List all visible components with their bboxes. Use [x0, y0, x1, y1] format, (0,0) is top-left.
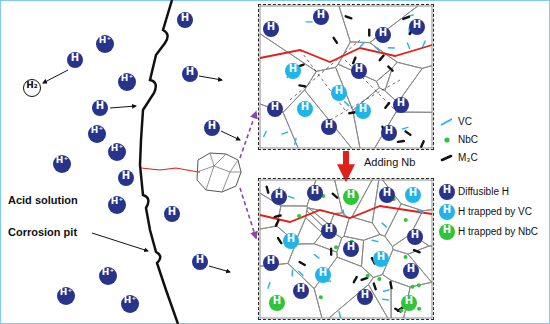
hydrogen-atom: H	[321, 119, 337, 135]
legend-text: M₃C	[458, 152, 478, 163]
hydrogen-atom: H	[343, 241, 359, 257]
grain-boundaries	[260, 180, 432, 318]
legend-text: H trapped by NbC	[458, 226, 538, 237]
hydrogen-atom: H	[204, 120, 220, 136]
legend-swatch	[438, 116, 456, 128]
zoom-arrow	[240, 112, 256, 158]
hydrogen-atom: H	[283, 233, 299, 249]
hydrogen-atom: H	[379, 187, 395, 203]
hydrogen-atom: H	[263, 255, 279, 271]
hydrogen-ion: H⁺	[108, 196, 126, 214]
hydrogen-atom: H	[67, 52, 83, 68]
hydrogen-atom: H	[293, 283, 309, 299]
arrow	[110, 106, 136, 108]
hydrogen-atom: H	[285, 63, 301, 79]
hydrogen-ion: H⁺	[118, 73, 136, 91]
hydrogen-atom: H	[343, 189, 359, 205]
legend-text: VC	[458, 116, 472, 127]
magnified-region: HHHHHHHHHHHHH	[258, 4, 434, 150]
carbides	[267, 187, 424, 318]
steel-surface	[140, 0, 178, 324]
hydrogen-molecule: H₂	[23, 79, 41, 97]
hydrogen-atom: H	[307, 185, 323, 201]
arrow	[209, 266, 230, 272]
hydrogen-atom: H	[269, 295, 285, 311]
carbides	[264, 15, 426, 147]
arrow	[199, 76, 222, 80]
hydrogen-atom: H	[297, 101, 313, 117]
hydrogen-atom: H	[381, 125, 397, 141]
hydrogen-atom: H	[351, 63, 367, 79]
hydrogen-atom: H	[357, 289, 373, 305]
arrow	[92, 233, 148, 251]
hydrogen-atom: H	[263, 21, 279, 37]
region-label: Acid solution	[8, 194, 78, 206]
legend-text: H trapped by VC	[458, 206, 532, 217]
hydrogen-atom: H	[407, 229, 423, 245]
hydrogen-atom: H	[403, 263, 419, 279]
hydrogen-ion: H⁺	[88, 125, 106, 143]
transition-arrow	[343, 151, 349, 175]
arrow	[221, 131, 240, 140]
hydrogen-atom: H	[164, 206, 180, 222]
hydrogen-atom: H	[439, 184, 455, 200]
hydrogen-atom: H	[405, 187, 421, 203]
crack	[260, 45, 432, 62]
hydrogen-atom: H	[355, 103, 371, 119]
crack	[141, 168, 198, 172]
hydrogen-ion: H⁺	[108, 143, 126, 161]
hydrogen-atom: H	[118, 170, 134, 186]
legend-swatch	[438, 152, 456, 164]
legend-swatch	[438, 134, 456, 146]
hydrogen-atom: H	[393, 97, 409, 113]
hydrogen-atom: H	[192, 254, 208, 270]
hydrogen-ion: H⁺	[57, 287, 75, 305]
hydrogen-atom: H	[331, 85, 347, 101]
hydrogen-atom: H	[315, 267, 331, 283]
hydrogen-ion: H⁺	[121, 295, 139, 313]
hydrogen-ion: H⁺	[53, 155, 71, 173]
hydrogen-atom: H	[401, 295, 417, 311]
hydrogen-ion: H⁺	[96, 35, 114, 53]
sub-boundary	[330, 80, 400, 120]
hydrogen-atom: H	[373, 251, 389, 267]
hydrogen-atom: H	[375, 27, 391, 43]
hydrogen-atom: H	[409, 19, 425, 35]
edge-label: Adding Nb	[362, 156, 417, 168]
grain-inset	[197, 153, 241, 192]
hydrogen-atom: H	[92, 100, 108, 116]
sub-boundary	[345, 60, 395, 110]
hydrogen-atom: H	[321, 223, 337, 239]
zoom-arrow	[240, 188, 256, 238]
hydrogen-atom: H	[313, 9, 329, 25]
hydrogen-atom: H	[267, 101, 283, 117]
region-label: Corrosion pit	[8, 226, 77, 238]
magnified-region: HHHHHHHHHHHHHHHHH	[258, 178, 434, 320]
crack	[260, 206, 432, 222]
hydrogen-ion: H⁺	[99, 267, 117, 285]
legend-text: NbC	[458, 134, 478, 145]
hydrogen-atom: H	[271, 189, 287, 205]
arrow	[43, 70, 68, 83]
hydrogen-atom: H	[439, 204, 455, 220]
hydrogen-atom: H	[439, 224, 455, 240]
hydrogen-atom: H	[177, 12, 193, 28]
hydrogen-atom: H	[182, 66, 198, 82]
grain-boundaries	[260, 6, 432, 148]
legend-text: Diffusible H	[458, 186, 509, 197]
